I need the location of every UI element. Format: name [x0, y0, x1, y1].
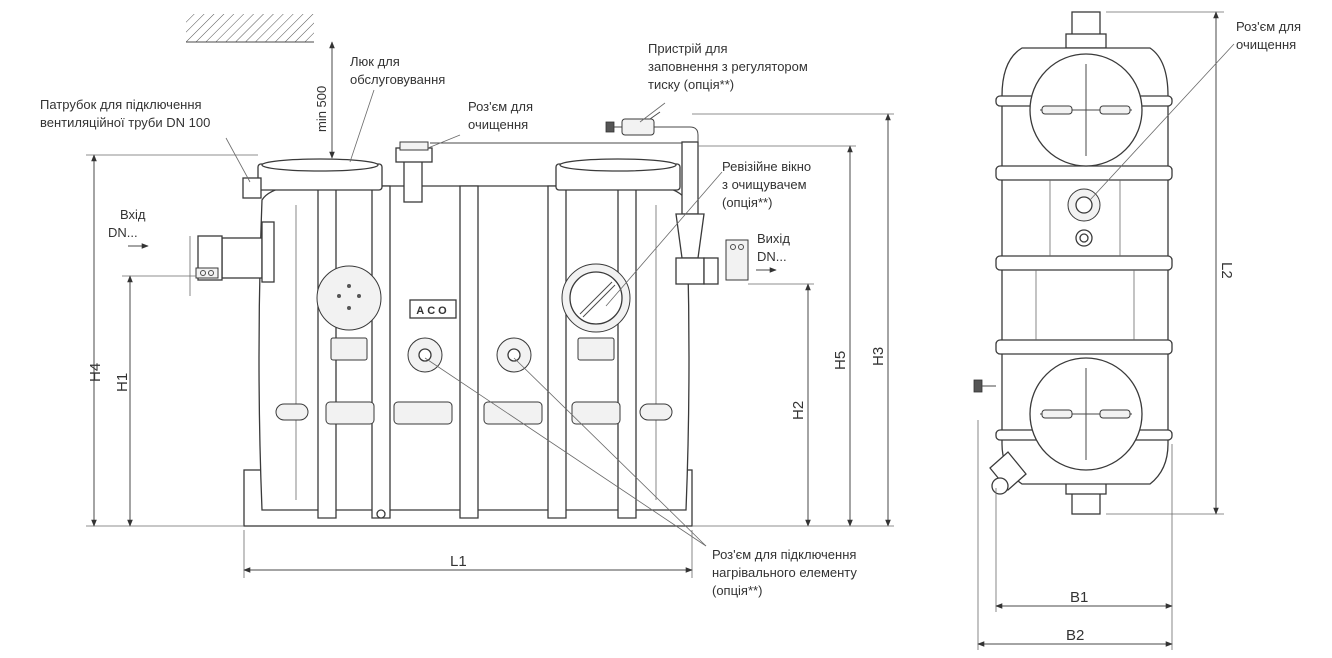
- inspection-window-line-1: Ревізійне вікно: [722, 159, 811, 174]
- inlet-pipe: [195, 221, 275, 283]
- dim-h3: H3: [870, 347, 887, 366]
- dim-l2: L2: [1218, 262, 1235, 279]
- front-view: ACO: [195, 111, 749, 527]
- cleaning-port-line-1: Роз'єм для: [468, 99, 533, 114]
- ceiling-hatch: [186, 14, 314, 43]
- outlet-line-1: Вихід: [757, 231, 790, 246]
- service-hatch-line-2: обслуговування: [350, 72, 445, 87]
- top-view: [973, 11, 1173, 515]
- vent-pipe-line-1: Патрубок для підключення: [40, 97, 202, 112]
- service-hatch-line-1: Люк для: [350, 54, 400, 69]
- dim-h5: H5: [832, 351, 849, 370]
- aco-logo-text: ACO: [416, 305, 449, 317]
- vent-pipe-label: Патрубок для підключення вентиляційної т…: [40, 97, 210, 130]
- filling-device-line-2: заповнення з регулятором: [648, 59, 808, 74]
- filling-device: [430, 111, 719, 285]
- heater-connection-label: Роз'єм для підключення нагрівального еле…: [712, 547, 861, 598]
- vent-pipe-stub: [242, 177, 262, 199]
- round-cover-left: [316, 265, 382, 331]
- handle-slots: [275, 337, 673, 425]
- cleaning-port-label: Роз'єм для очищення: [468, 99, 537, 132]
- inspection-window-line-3: (опція**): [722, 195, 772, 210]
- dim-l1: L1: [450, 553, 467, 570]
- heater-line-2: нагрівального елементу: [712, 565, 857, 580]
- top-cleaning-port-line-1: Роз'єм для: [1236, 19, 1301, 34]
- top-dimensions: L2 B1 B2 Роз'єм для очищення: [977, 11, 1305, 650]
- top-cleaning-port-line-2: очищення: [1236, 37, 1296, 52]
- outlet-pipe: [725, 239, 749, 281]
- cleaning-port-fitting: [395, 141, 433, 203]
- vent-pipe-line-2: вентиляційної труби DN 100: [40, 115, 210, 130]
- filling-device-label: Пристрій для заповнення з регулятором ти…: [648, 41, 811, 92]
- filling-device-line-1: Пристрій для: [648, 41, 728, 56]
- service-hatch-label: Люк для обслуговування: [350, 54, 445, 87]
- outlet-line-2: DN...: [757, 249, 787, 264]
- front-callouts: Патрубок для підключення вентиляційної т…: [40, 41, 861, 598]
- aco-logo: ACO: [409, 299, 457, 319]
- dim-h2: H2: [790, 401, 807, 420]
- top-cleaning-port-label: Роз'єм для очищення: [1236, 19, 1305, 52]
- heater-line-1: Роз'єм для підключення: [712, 547, 856, 562]
- min-clearance-dimension: min 500: [314, 41, 335, 159]
- inlet-label: Вхід DN...: [108, 207, 149, 240]
- inspection-window-line-2: з очищувачем: [722, 177, 807, 192]
- min-clearance-text: min 500: [314, 86, 329, 132]
- inlet-line-2: DN...: [108, 225, 138, 240]
- dim-b1: B1: [1070, 589, 1088, 606]
- front-dimensions: H4 H1 L1 H2 H5 H3: [86, 113, 894, 578]
- dim-h1: H1: [114, 373, 131, 392]
- dim-h4: H4: [87, 363, 104, 382]
- inspection-window: [561, 263, 631, 333]
- outlet-label: Вихід DN...: [757, 231, 794, 264]
- service-hatches: [257, 158, 681, 191]
- cleaning-port-line-2: очищення: [468, 117, 528, 132]
- inlet-line-1: Вхід: [120, 207, 146, 222]
- tank-ribs: [295, 185, 657, 519]
- inspection-window-label: Ревізійне вікно з очищувачем (опція**): [722, 159, 815, 210]
- heater-line-3: (опція**): [712, 583, 762, 598]
- dim-b2: B2: [1066, 627, 1084, 644]
- filling-device-line-3: тиску (опція**): [648, 77, 734, 92]
